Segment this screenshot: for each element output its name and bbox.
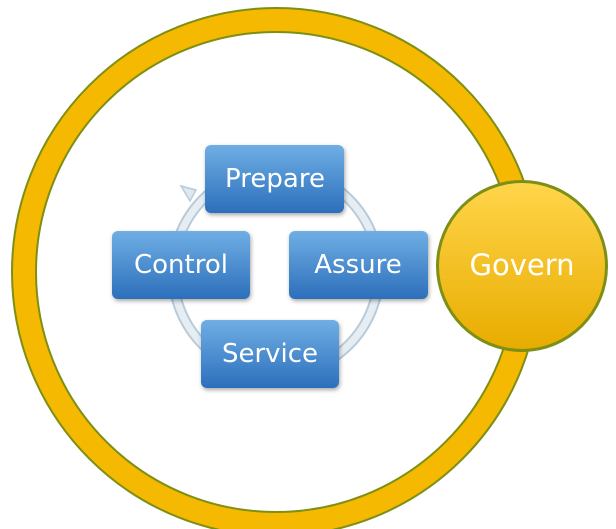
- assure-label: Assure: [314, 250, 401, 280]
- govern-label: Govern: [469, 248, 574, 282]
- govern-circle: [436, 180, 608, 352]
- service-label: Service: [222, 339, 318, 369]
- service-box: [201, 320, 339, 388]
- prepare-label: Prepare: [225, 164, 325, 194]
- control-box: [112, 231, 250, 299]
- control-label: Control: [134, 250, 228, 280]
- prepare-box: [205, 145, 344, 213]
- assure-box: [289, 231, 428, 299]
- cycle-arrowhead: [179, 184, 198, 203]
